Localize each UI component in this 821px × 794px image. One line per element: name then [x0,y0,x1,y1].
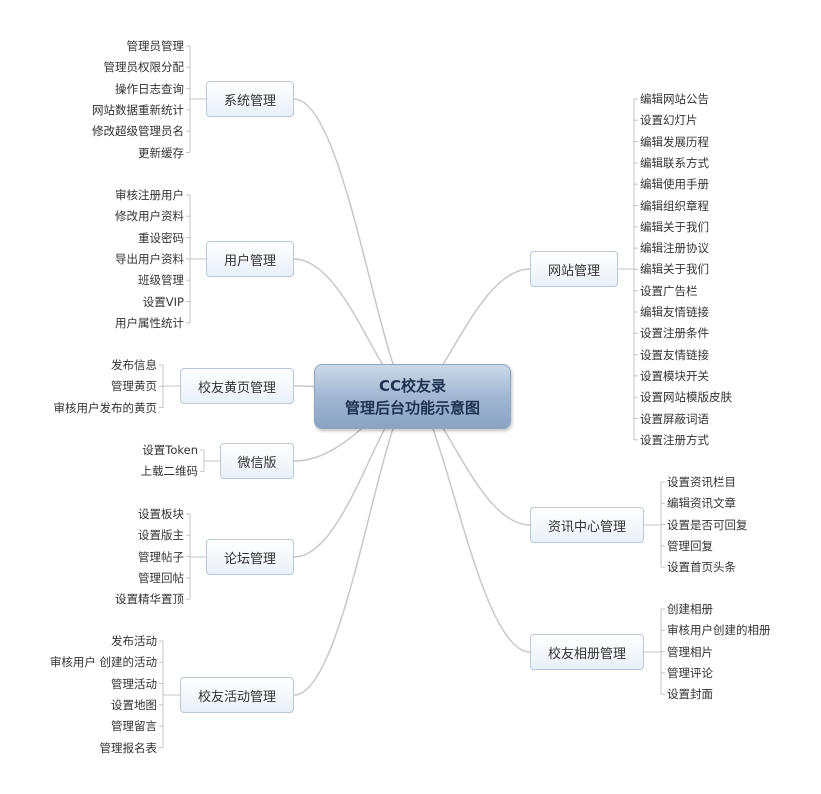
leaf-item[interactable]: 设置地图 [111,697,157,712]
leaf-item[interactable]: 管理活动 [111,676,157,691]
branch-connector-sys [293,98,413,397]
branch-node-user[interactable]: 用户管理 [206,241,294,277]
branch-node-news[interactable]: 资讯中心管理 [530,507,644,543]
leaf-item[interactable]: 班级管理 [138,273,184,288]
leaf-item[interactable]: 编辑网站公告 [640,92,709,106]
leaf-item[interactable]: 修改用户资料 [115,209,184,224]
branch-node-forum[interactable]: 论坛管理 [206,539,294,575]
leaf-item[interactable]: 管理员管理 [126,39,185,53]
leaf-item[interactable]: 网站数据重新统计 [92,102,184,117]
leaf-item[interactable]: 管理回复 [667,538,713,553]
leaf-item[interactable]: 编辑友情链接 [640,305,709,319]
leaf-item[interactable]: 上载二维码 [140,464,199,479]
leaf-item[interactable]: 设置屏蔽词语 [640,411,709,426]
leaf-item[interactable]: 设置网站模版皮肤 [640,390,732,405]
leaf-item[interactable]: 编辑使用手册 [640,177,709,192]
leaf-item[interactable]: 设置注册条件 [640,326,709,341]
leaf-item[interactable]: 发布信息 [111,358,157,372]
leaf-item[interactable]: 设置模块开关 [640,368,709,383]
leaf-item[interactable]: 审核用户 创建的活动 [49,655,157,670]
leaf-item[interactable]: 重设密码 [138,230,184,245]
leaf-item[interactable]: 设置友情链接 [640,347,709,362]
leaf-item[interactable]: 设置是否可回复 [667,517,748,532]
leaf-item[interactable]: 设置首页头条 [667,560,736,575]
branch-node-wechat[interactable]: 微信版 [220,443,294,479]
leaf-item[interactable]: 设置注册方式 [640,432,709,447]
branch-connector-activity [293,395,413,696]
leaf-item[interactable]: 设置封面 [667,687,713,702]
leaf-item[interactable]: 发布活动 [111,634,157,648]
leaf-item[interactable]: 操作日志查询 [115,81,184,96]
central-topic[interactable]: CC校友录 管理后台功能示意图 [314,364,511,429]
leaf-item[interactable]: 审核注册用户 [115,188,184,202]
branch-node-site[interactable]: 网站管理 [530,251,618,287]
leaf-item[interactable]: 修改超级管理员名 [92,124,184,139]
leaf-item[interactable]: 设置Token [142,443,198,457]
leaf-item[interactable]: 审核用户发布的黄页 [53,400,158,415]
central-topic-subtitle: 管理后台功能示意图 [344,398,480,417]
branch-node-activity[interactable]: 校友活动管理 [180,677,294,713]
leaf-item[interactable]: 编辑注册协议 [640,241,709,256]
leaf-item[interactable]: 审核用户创建的相册 [667,623,771,638]
leaf-item[interactable]: 用户属性统计 [115,315,184,330]
leaf-item[interactable]: 管理评论 [667,665,713,680]
leaf-item[interactable]: 管理回帖 [138,570,184,585]
leaf-item[interactable]: 编辑关于我们 [640,219,709,234]
leaf-item[interactable]: 管理员权限分配 [103,60,185,75]
branch-node-yellow[interactable]: 校友黄页管理 [180,368,294,404]
leaf-item[interactable]: 设置版主 [138,528,184,543]
leaf-item[interactable]: 创建相册 [667,602,713,616]
leaf-item[interactable]: 编辑联系方式 [640,155,709,170]
leaf-item[interactable]: 管理留言 [111,719,157,734]
leaf-item[interactable]: 管理帖子 [138,549,184,564]
leaf-item[interactable]: 更新缓存 [138,145,184,160]
leaf-item[interactable]: 设置资讯栏目 [667,475,736,489]
branch-node-album[interactable]: 校友相册管理 [530,634,644,670]
leaf-item[interactable]: 设置板块 [138,507,184,521]
leaf-item[interactable]: 编辑关于我们 [640,262,709,277]
leaf-item[interactable]: 编辑资讯文章 [667,496,736,511]
leaf-item[interactable]: 导出用户资料 [115,251,184,266]
leaf-item[interactable]: 设置精华置顶 [115,592,184,607]
leaf-item[interactable]: 设置广告栏 [640,283,698,298]
leaf-item[interactable]: 设置VIP [142,294,184,309]
leaf-item[interactable]: 管理报名表 [99,740,158,755]
leaf-item[interactable]: 管理相片 [667,644,713,659]
branch-node-sys[interactable]: 系统管理 [206,81,294,117]
branch-connector-album [411,395,531,653]
leaf-item[interactable]: 编辑发展历程 [640,134,709,149]
leaf-item[interactable]: 管理黄页 [111,379,157,394]
central-topic-title: CC校友录 [378,376,447,395]
leaf-item[interactable]: 编辑组织章程 [640,198,709,213]
leaf-item[interactable]: 设置幻灯片 [640,113,698,128]
